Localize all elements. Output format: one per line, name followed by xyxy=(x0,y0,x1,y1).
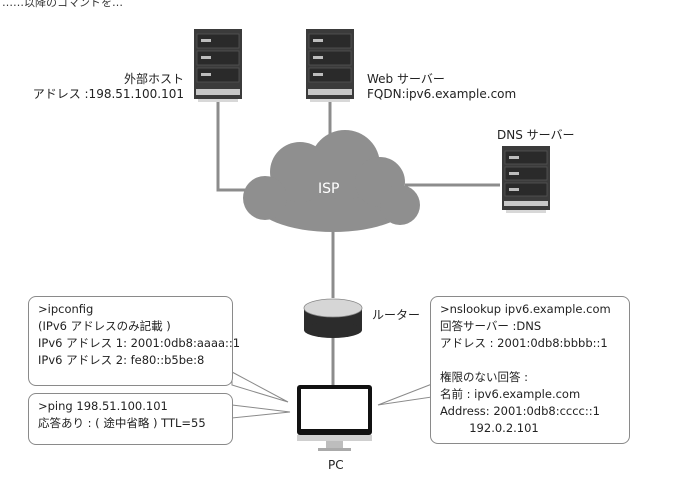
ipconfig-line: IPv6 アドレス 1: 2001:0db8:aaaa::1 xyxy=(38,336,241,350)
ping-callout-tail xyxy=(231,404,291,419)
web-server-fqdn: FQDN:ipv6.example.com xyxy=(367,87,517,101)
ipconfig-output-box: >ipconfig (IPv6 アドレスのみ記載 ) IPv6 アドレス 1: … xyxy=(28,296,241,386)
ping-line: >ping 198.51.100.101 xyxy=(38,399,168,413)
isp-cloud-icon xyxy=(243,130,420,232)
external-host-address: アドレス :198.51.100.101 xyxy=(32,87,184,101)
isp-label: ISP xyxy=(318,181,340,197)
pc-monitor-icon xyxy=(297,385,372,451)
ipconfig-callout-tail xyxy=(231,371,289,403)
router-label: ルーター xyxy=(372,308,421,322)
nslookup-line: 権限のない回答 : xyxy=(440,370,529,384)
nslookup-line: 回答サーバー :DNS xyxy=(440,319,542,333)
router-icon xyxy=(303,298,363,338)
ping-line: 応答あり : ( 途中省略 ) TTL=55 xyxy=(38,416,206,430)
nslookup-output-box: >nslookup ipv6.example.com 回答サーバー :DNS ア… xyxy=(430,296,630,444)
ipconfig-line: IPv6 アドレス 2: fe80::b5be:8 xyxy=(38,353,205,367)
external-host-label: 外部ホスト アドレス :198.51.100.101 xyxy=(33,72,184,102)
nslookup-line: Address: 2001:0db8:cccc::1 xyxy=(440,404,600,418)
web-server-label: Web サーバー FQDN:ipv6.example.com xyxy=(367,72,516,102)
pc-label: PC xyxy=(328,458,344,472)
ping-output-box: >ping 198.51.100.101 応答あり : ( 途中省略 ) TTL… xyxy=(28,393,233,445)
nslookup-blank-line xyxy=(440,352,620,369)
nslookup-line: アドレス : 2001:0db8:bbbb::1 xyxy=(440,336,608,350)
ipconfig-line: >ipconfig xyxy=(38,302,94,316)
web-server-name: Web サーバー xyxy=(367,72,445,86)
nslookup-callout-tail xyxy=(377,383,433,406)
web-server-icon xyxy=(306,29,354,102)
nslookup-line: 192.0.2.101 xyxy=(440,421,539,435)
external-host-server-icon xyxy=(194,29,242,102)
dns-server-label: DNS サーバー xyxy=(497,128,575,142)
top-cutoff-text: ……以降のコマンドを… xyxy=(2,0,123,9)
nslookup-line: >nslookup ipv6.example.com xyxy=(440,302,611,316)
external-host-name: 外部ホスト xyxy=(123,72,184,86)
nslookup-line: 名前 : ipv6.example.com xyxy=(440,387,581,401)
ipconfig-line: (IPv6 アドレスのみ記載 ) xyxy=(38,319,171,333)
dns-server-icon xyxy=(502,146,550,213)
